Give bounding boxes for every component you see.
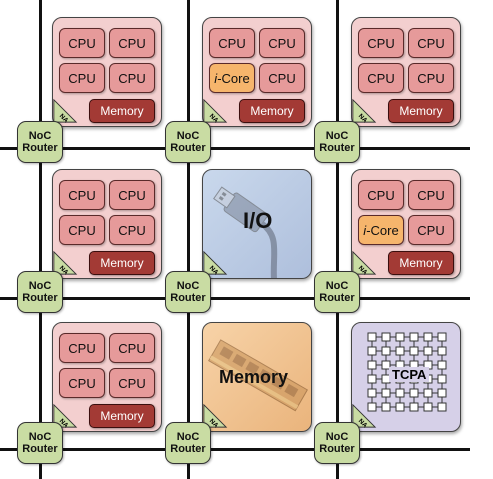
cpu-core: CPU <box>209 28 255 58</box>
router-label-line1: NoC <box>28 280 52 292</box>
memory-block: Memory <box>89 251 155 275</box>
cpu-core: CPU <box>259 63 305 93</box>
cpu-core: CPU <box>109 333 155 363</box>
na-label: NA <box>58 418 70 429</box>
tcpa-label: TCPA <box>389 367 430 382</box>
na-label: NA <box>357 265 369 276</box>
network-adapter: NA <box>53 250 78 276</box>
cpu-core: CPU <box>408 180 454 210</box>
memory-block: Memory <box>239 99 305 123</box>
noc-link-vertical <box>336 0 339 479</box>
memory-block: Memory <box>388 99 454 123</box>
na-label: NA <box>208 265 220 276</box>
cpu-core: CPU <box>109 215 155 245</box>
network-adapter: NA <box>53 98 78 124</box>
noc-link-horizontal <box>0 448 470 451</box>
router-label-line1: NoC <box>325 130 349 142</box>
router-label-line1: NoC <box>325 280 349 292</box>
network-adapter: NA <box>203 403 228 429</box>
router-label-line2: Router <box>22 292 58 304</box>
router-label-line1: NoC <box>28 431 52 443</box>
cpu-core: CPU <box>408 28 454 58</box>
router-label-line1: NoC <box>176 130 200 142</box>
na-label: NA <box>208 113 220 124</box>
icore-suffix: -Core <box>217 70 250 86</box>
icore-block: i-Core <box>209 63 255 93</box>
cpu-core: CPU <box>59 368 105 398</box>
router-label-line2: Router <box>319 142 355 154</box>
noc-link-horizontal <box>0 147 470 150</box>
network-adapter: NA <box>203 250 228 276</box>
tile-io: I/O NA <box>202 169 312 279</box>
network-adapter: NA <box>53 403 78 429</box>
router-label-line2: Router <box>22 142 58 154</box>
na-label: NA <box>357 418 369 429</box>
router-label-line2: Router <box>319 443 355 455</box>
router-label-line2: Router <box>22 443 58 455</box>
router-label-line1: NoC <box>28 130 52 142</box>
router-label-line2: Router <box>319 292 355 304</box>
usb-plug-icon <box>213 186 278 278</box>
network-adapter: NA <box>352 403 377 429</box>
cpu-core: CPU <box>408 215 454 245</box>
cpu-core: CPU <box>59 180 105 210</box>
cpu-core: CPU <box>109 28 155 58</box>
na-label: NA <box>58 265 70 276</box>
cpu-core: CPU <box>358 28 404 58</box>
memory-tile-label: Memory <box>219 367 289 387</box>
cpu-core: CPU <box>109 368 155 398</box>
icore-prefix: i <box>363 222 367 238</box>
na-label: NA <box>357 113 369 124</box>
router-label-line1: NoC <box>176 280 200 292</box>
router-label-line1: NoC <box>325 431 349 443</box>
na-label: NA <box>58 113 70 124</box>
cpu-core: CPU <box>109 180 155 210</box>
cpu-core: CPU <box>358 63 404 93</box>
cpu-core: CPU <box>109 63 155 93</box>
noc-link-vertical <box>39 0 42 479</box>
cpu-core: CPU <box>358 180 404 210</box>
router-label-line1: NoC <box>176 431 200 443</box>
router-label-line2: Router <box>170 142 206 154</box>
cpu-core: CPU <box>59 333 105 363</box>
cpu-core: CPU <box>259 28 305 58</box>
memory-block: Memory <box>89 99 155 123</box>
tile-tcpa: TCPA NA <box>351 322 461 432</box>
icore-prefix: i <box>214 70 218 86</box>
icore-block: i-Core <box>358 215 404 245</box>
ram-module-icon <box>208 339 308 412</box>
cpu-core: CPU <box>59 63 105 93</box>
router-label-line2: Router <box>170 292 206 304</box>
cpu-core: CPU <box>59 215 105 245</box>
icore-suffix: -Core <box>366 222 399 238</box>
noc-link-horizontal <box>0 297 470 300</box>
noc-link-vertical <box>187 0 190 479</box>
cpu-core: CPU <box>59 28 105 58</box>
memory-block: Memory <box>388 251 454 275</box>
memory-block: Memory <box>89 404 155 428</box>
network-adapter: NA <box>352 250 377 276</box>
na-label: NA <box>208 418 220 429</box>
router-label-line2: Router <box>170 443 206 455</box>
network-adapter: NA <box>352 98 377 124</box>
io-label: I/O <box>243 208 273 233</box>
network-adapter: NA <box>203 98 228 124</box>
cpu-core: CPU <box>408 63 454 93</box>
